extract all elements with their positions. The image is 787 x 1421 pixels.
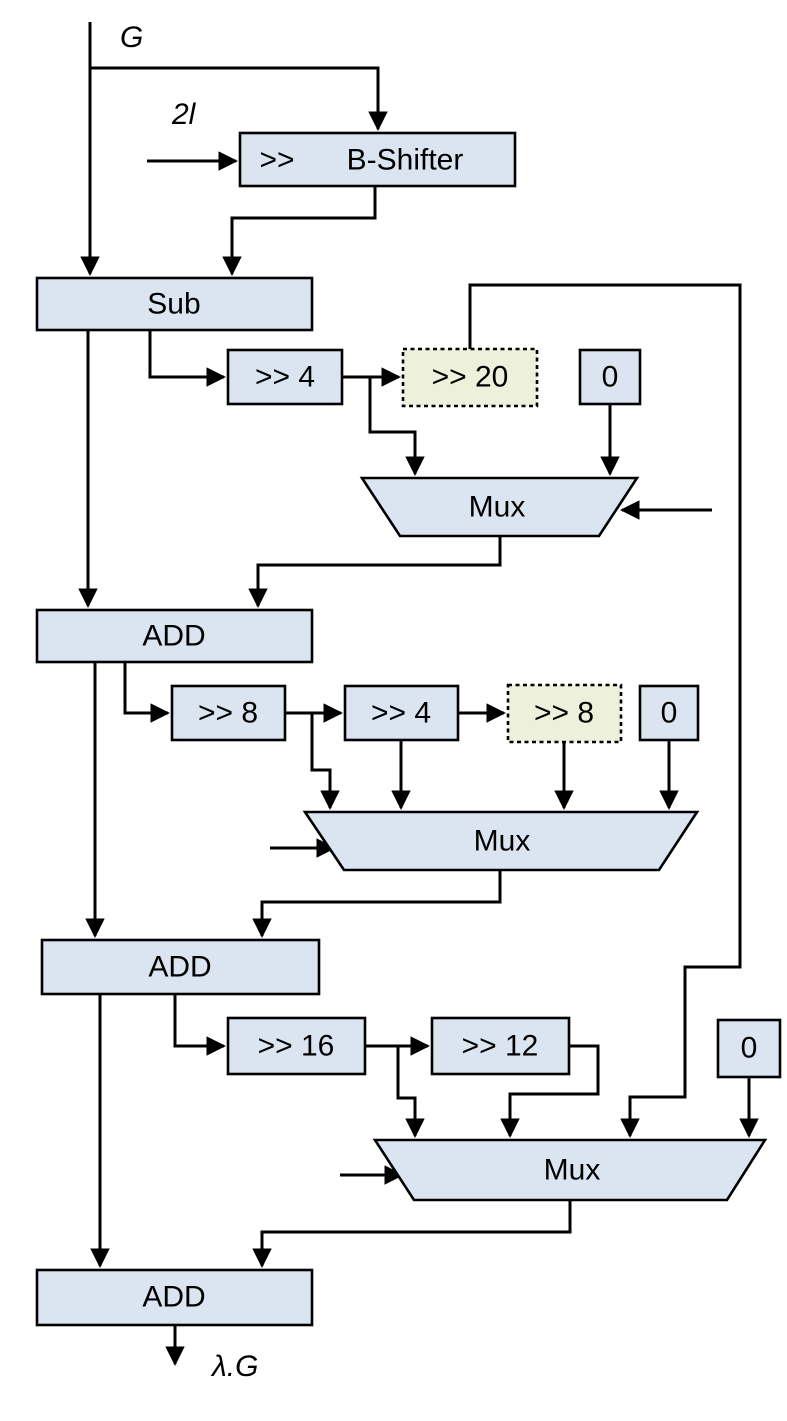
add2-block xyxy=(40,938,321,996)
add3-block xyxy=(35,1268,314,1327)
mux3-label: Mux xyxy=(544,1154,601,1187)
wire-shift16-to-mux3 xyxy=(396,1046,425,1138)
shift-right-8-label-b: >> 8 xyxy=(534,697,594,730)
shift-right-16-label: >> 16 xyxy=(258,1030,335,1063)
zero-constant-block-1 xyxy=(578,348,642,406)
add1-label: ADD xyxy=(142,620,205,653)
mux2-block xyxy=(302,810,700,872)
b-shifter-label: B-Shifter xyxy=(347,144,464,177)
mux3-block xyxy=(372,1138,768,1202)
wire-bshifter-to-sub xyxy=(222,186,377,276)
shift-right-4-label-b: >> 4 xyxy=(371,697,431,730)
shift-right-4-label-a: >> 4 xyxy=(255,361,315,394)
wire-shift20-feedback-to-mux3 xyxy=(468,283,742,1138)
wire-add2-to-shift16 xyxy=(173,994,226,1056)
wire-g-branch-to-bshifter xyxy=(90,66,388,131)
zero-constant-label-2: 0 xyxy=(661,697,678,730)
zero-constant-label-3: 0 xyxy=(741,1032,758,1065)
add3-label: ADD xyxy=(142,1281,205,1314)
zero-constant-block-2 xyxy=(638,684,700,742)
zero-constant-label-1: 0 xyxy=(602,361,619,394)
shift-right-4-block-b xyxy=(343,684,460,742)
sub-block xyxy=(35,276,314,332)
mux1-block xyxy=(359,476,640,538)
add2-label: ADD xyxy=(148,951,211,984)
shift-right-8-label-a: >> 8 xyxy=(198,697,258,730)
shift-right-8-block-b xyxy=(506,683,623,744)
wire-sub-to-shift4a xyxy=(148,330,226,387)
wire-shift8a-to-mux2 xyxy=(310,713,340,810)
wire-mux1-to-add1 xyxy=(248,536,502,608)
shift-right-4-block-a xyxy=(226,348,344,406)
sub-label: Sub xyxy=(147,288,200,321)
shift-right-8-block-a xyxy=(170,684,287,742)
wire-mux3-to-add3 xyxy=(252,1200,572,1268)
wire-shift4a-to-mux1 xyxy=(368,377,425,476)
input-signal-label: G xyxy=(120,21,143,54)
mux2-label: Mux xyxy=(474,825,531,858)
wire-mux2-to-add2 xyxy=(252,870,502,938)
add1-block xyxy=(35,608,314,664)
b-shifter-prefix-label: >> xyxy=(259,144,294,177)
zero-constant-block-3 xyxy=(716,1018,782,1079)
wire-add1-to-shift8a xyxy=(123,662,170,723)
mux1-label: Mux xyxy=(469,491,526,524)
shift-amount-label: 2l xyxy=(171,98,197,131)
wire-shift12-to-mux3 xyxy=(500,1044,600,1138)
shift-right-20-label: >> 20 xyxy=(432,361,509,394)
output-signal-label: λ.G xyxy=(210,1350,258,1383)
shift-right-16-block xyxy=(226,1016,367,1076)
shift-right-20-block xyxy=(401,347,539,408)
b-shifter-block xyxy=(238,131,517,188)
shift-right-12-label: >> 12 xyxy=(462,1030,539,1063)
shift-right-12-block xyxy=(430,1016,571,1076)
